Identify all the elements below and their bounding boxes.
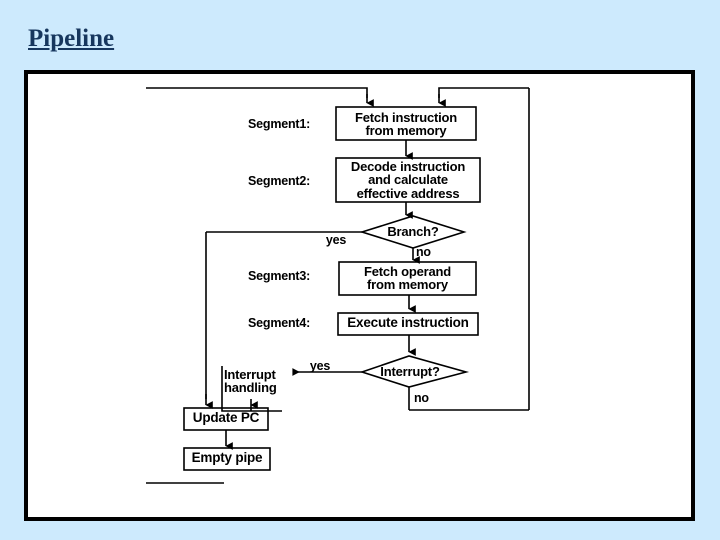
node-text-interrupt-handling: Interrupt handling xyxy=(224,367,277,396)
node-execute-instruction xyxy=(337,312,479,336)
node-fetch-operand xyxy=(338,261,477,296)
node-text-update-pc: Update PC xyxy=(192,410,260,425)
node-text-fetch-operand: Fetch operand from memory xyxy=(364,264,451,293)
node-text-interrupt-decision: Interrupt? xyxy=(380,364,440,379)
node-text-fetch-instruction: Fetch instruction from memory xyxy=(354,110,458,139)
edge-interrupt-no-to-fetch xyxy=(438,87,529,98)
label-segment4: Segment4: xyxy=(248,316,311,330)
label-segment1: Segment1: xyxy=(248,117,311,131)
diagram-frame: Segment1: Fetch instruction from memory … xyxy=(24,70,695,521)
node-text-decode-instruction: Decode instruction and calculate effecti… xyxy=(350,159,466,201)
label-segment2: Segment2: xyxy=(248,174,311,188)
node-text-empty-pipe: Empty pipe xyxy=(191,450,263,465)
edge-label-branch-yes: yes xyxy=(325,233,347,247)
edge-empty-pipe-to-fetch xyxy=(146,87,368,98)
edge-label-interrupt-yes: yes xyxy=(309,359,331,373)
node-text-branch-decision: Branch? xyxy=(387,224,439,239)
edge-label-branch-no: no xyxy=(416,245,431,259)
page-title: Pipeline xyxy=(28,25,115,52)
label-segment3: Segment3: xyxy=(248,269,311,283)
node-decode-instruction xyxy=(335,157,481,203)
node-empty-pipe xyxy=(183,447,271,471)
node-branch-decision xyxy=(359,215,467,249)
node-text-execute-instruction: Execute instruction xyxy=(347,315,469,330)
edge-label-interrupt-no: no xyxy=(414,391,429,405)
node-interrupt-handling-rule xyxy=(221,366,282,412)
node-interrupt-decision xyxy=(359,355,470,388)
instruction-pipeline-flowchart xyxy=(146,87,530,484)
